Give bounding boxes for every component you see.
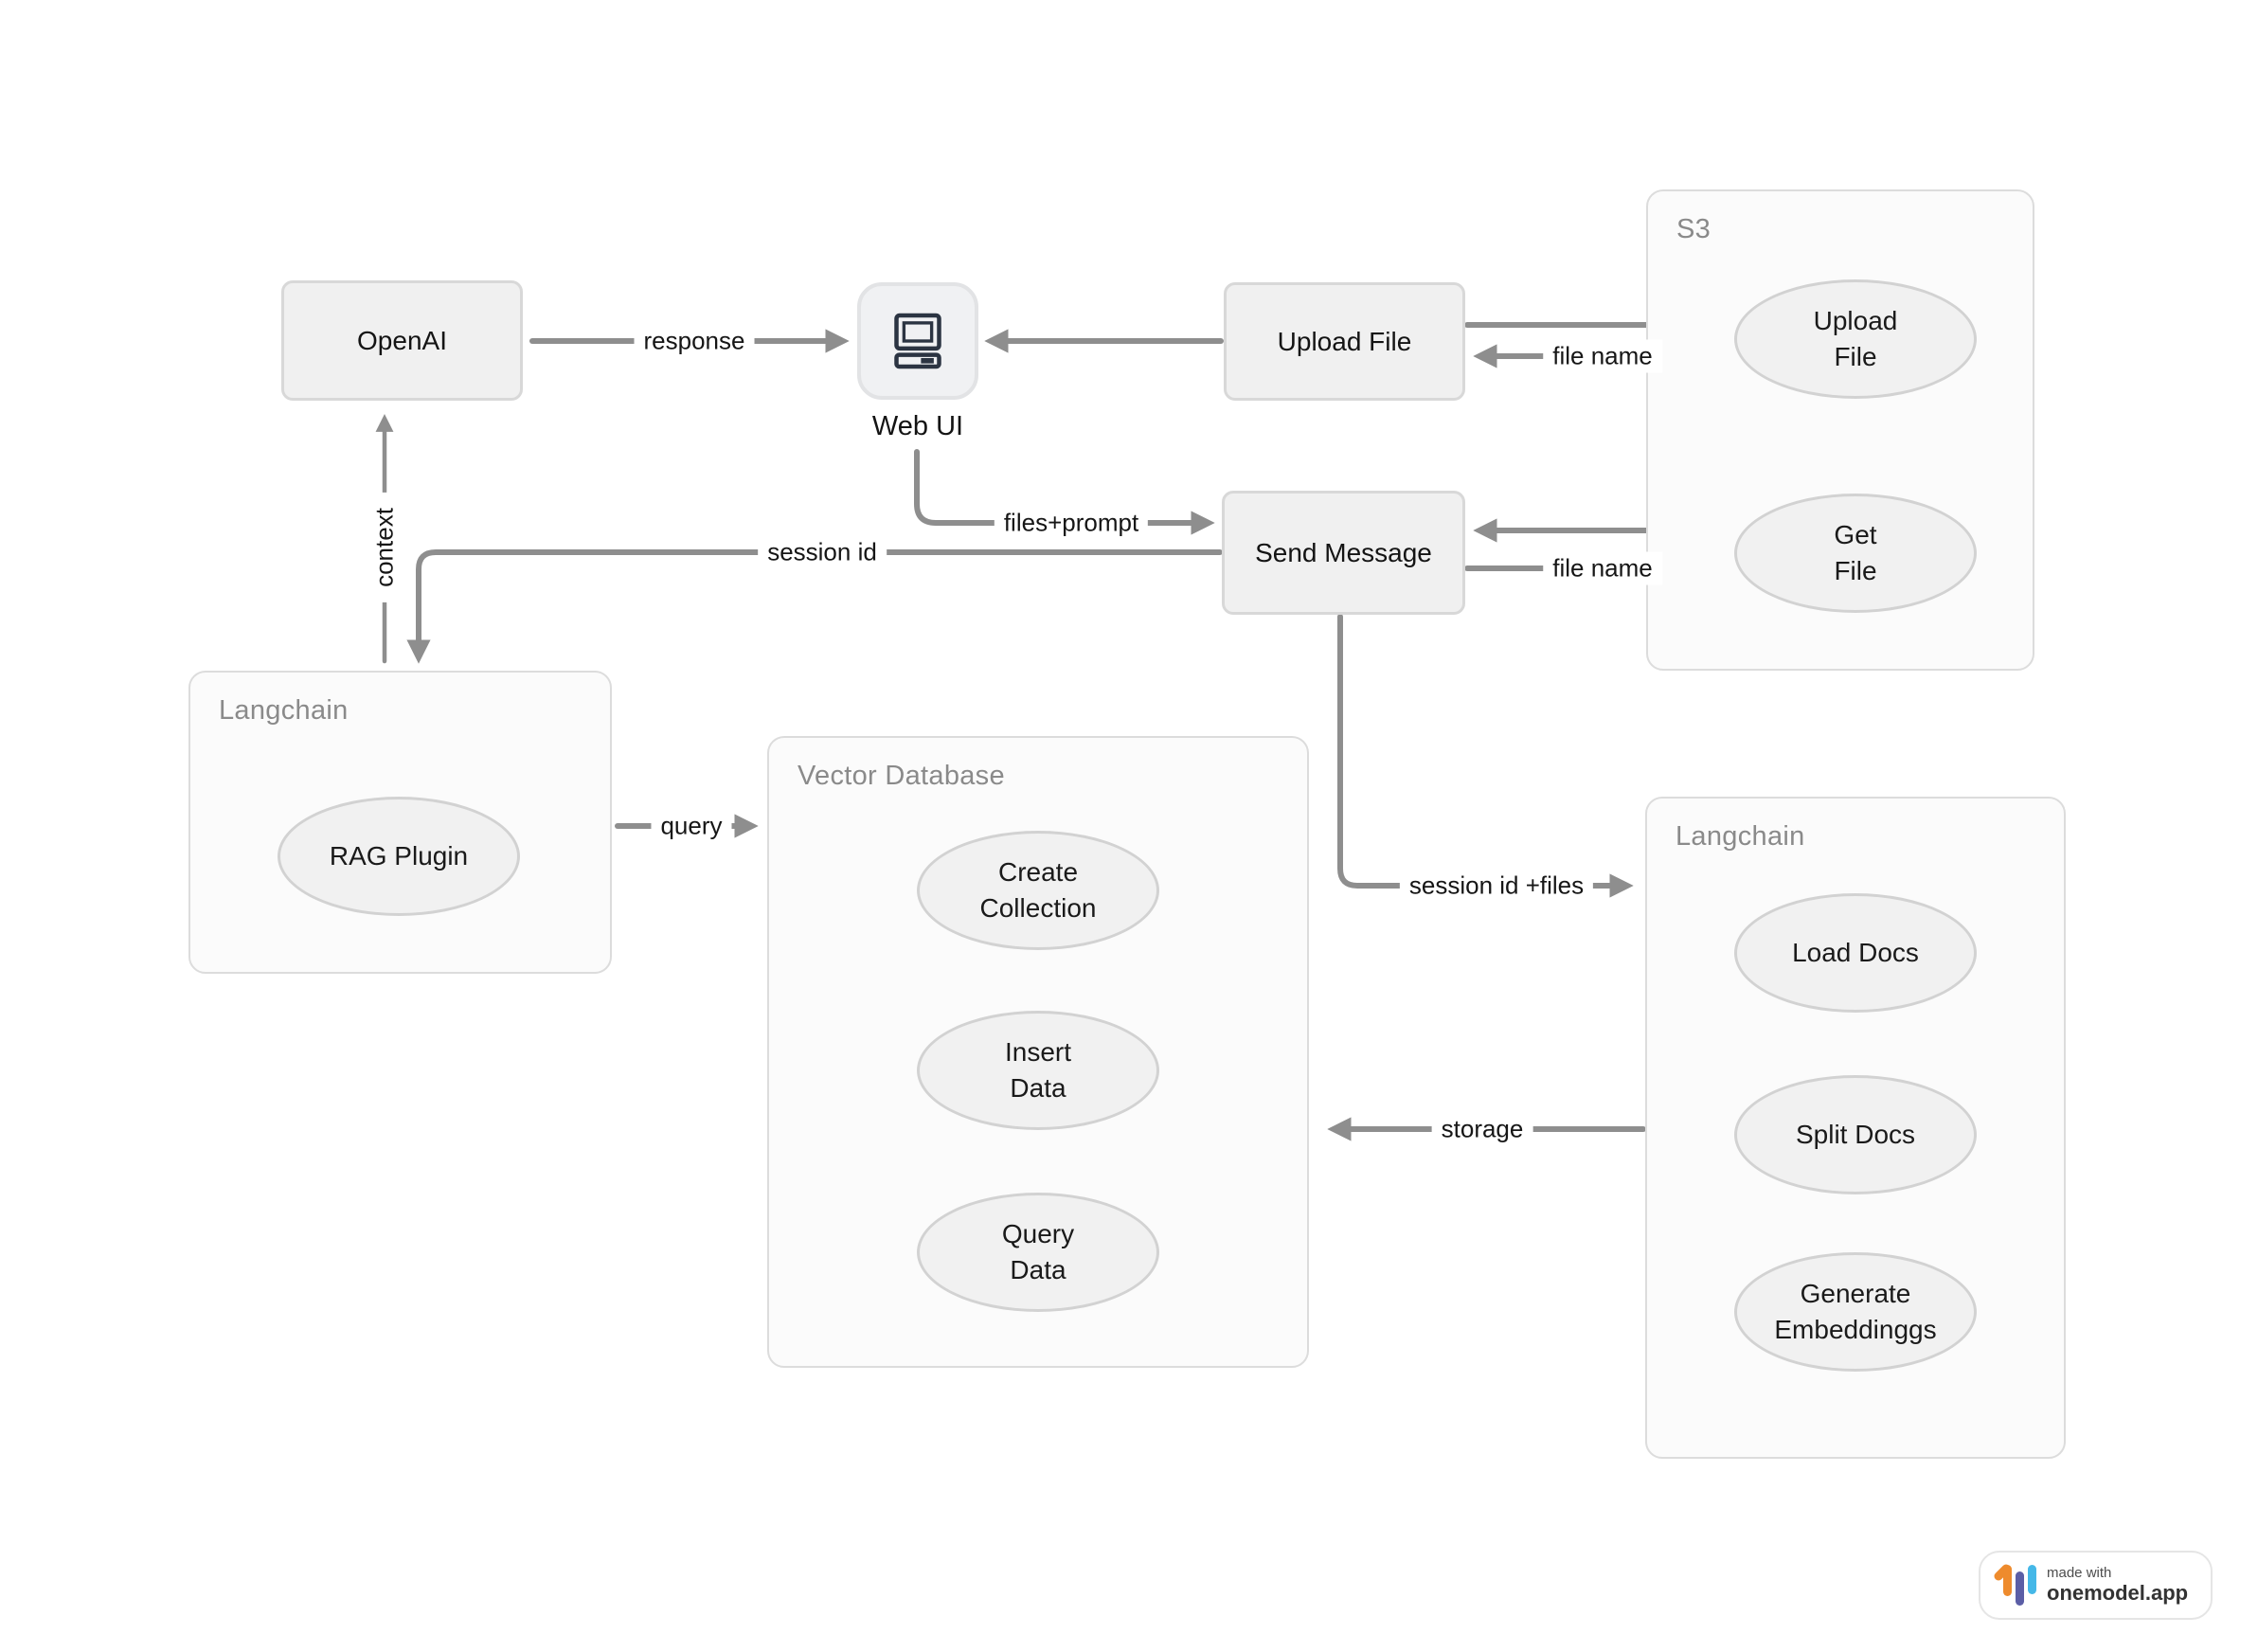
ellipse-label-line: Collection: [979, 893, 1097, 923]
edge-label-file-name-get: file name: [1543, 551, 1662, 585]
ellipse-label-line: Upload: [1813, 305, 1898, 335]
ellipse-label-line: Query: [1001, 1218, 1075, 1248]
badge-made-with: made with: [2047, 1564, 2112, 1581]
container-title: Langchain: [219, 695, 349, 726]
ellipse-label-line: RAG Plugin: [329, 840, 469, 871]
node-label: Send Message: [1255, 537, 1432, 567]
onemodel-badge[interactable]: made with onemodel.app: [1979, 1551, 2213, 1620]
edge-label-query: query: [651, 809, 732, 843]
edge-sendmessage-to-langchainright-arrow: [1337, 614, 1634, 898]
ellipse-label-line: Data: [1010, 1073, 1066, 1103]
edge-label-context: context: [367, 493, 402, 602]
edge-label-response: response: [634, 324, 755, 358]
ellipse-generate-embeddings[interactable]: Generate Embeddinggs: [1734, 1252, 1977, 1372]
node-send-message[interactable]: Send Message: [1222, 491, 1465, 615]
node-openai[interactable]: OpenAI: [281, 280, 523, 401]
ellipse-label-line: Load Docs: [1792, 937, 1919, 967]
ellipse-label-line: Data: [1010, 1255, 1066, 1284]
container-title: Langchain: [1676, 821, 1805, 852]
ellipse-insert-data[interactable]: Insert Data: [917, 1011, 1159, 1130]
ellipse-label-line: File: [1834, 556, 1877, 585]
ellipse-label-line: Insert: [1004, 1036, 1072, 1067]
ellipse-split-docs[interactable]: Split Docs: [1734, 1075, 1977, 1194]
ellipse-label-line: Get: [1834, 519, 1877, 549]
ellipse-load-docs[interactable]: Load Docs: [1734, 893, 1977, 1013]
ellipse-s3-get-file[interactable]: Get File: [1734, 494, 1977, 613]
ellipse-label-line: File: [1834, 342, 1877, 371]
ellipse-create-collection[interactable]: Create Collection: [917, 831, 1159, 950]
web-ui-label: Web UI: [871, 411, 964, 441]
badge-brand: onemodel.app: [2047, 1580, 2189, 1605]
onemodel-logo-icon: [1994, 1564, 2036, 1606]
container-title: S3: [1676, 214, 1711, 244]
ellipse-query-data[interactable]: Query Data: [917, 1193, 1159, 1312]
edge-label-session-id: session id: [758, 535, 887, 569]
ellipse-s3-upload-file[interactable]: Upload File: [1734, 279, 1977, 399]
web-ui-computer-icon: [894, 313, 941, 369]
edge-label-files-prompt: files+prompt: [994, 506, 1149, 540]
edge-label-session-id-files: session id +files: [1399, 869, 1594, 903]
ellipse-label-line: Create: [997, 856, 1079, 887]
node-label: Upload File: [1277, 326, 1412, 356]
node-web-ui[interactable]: [857, 282, 978, 400]
ellipse-rag-plugin[interactable]: RAG Plugin: [278, 797, 520, 916]
node-upload-file[interactable]: Upload File: [1224, 282, 1465, 401]
node-label: OpenAI: [357, 325, 447, 355]
ellipse-label-line: Split Docs: [1795, 1119, 1916, 1149]
container-title: Vector Database: [797, 761, 1005, 791]
ellipse-label-line: Generate: [1800, 1278, 1911, 1308]
edge-label-file-name-upload: file name: [1543, 339, 1662, 373]
ellipse-label-line: Embeddinggs: [1774, 1315, 1937, 1344]
edge-label-storage: storage: [1431, 1112, 1533, 1146]
